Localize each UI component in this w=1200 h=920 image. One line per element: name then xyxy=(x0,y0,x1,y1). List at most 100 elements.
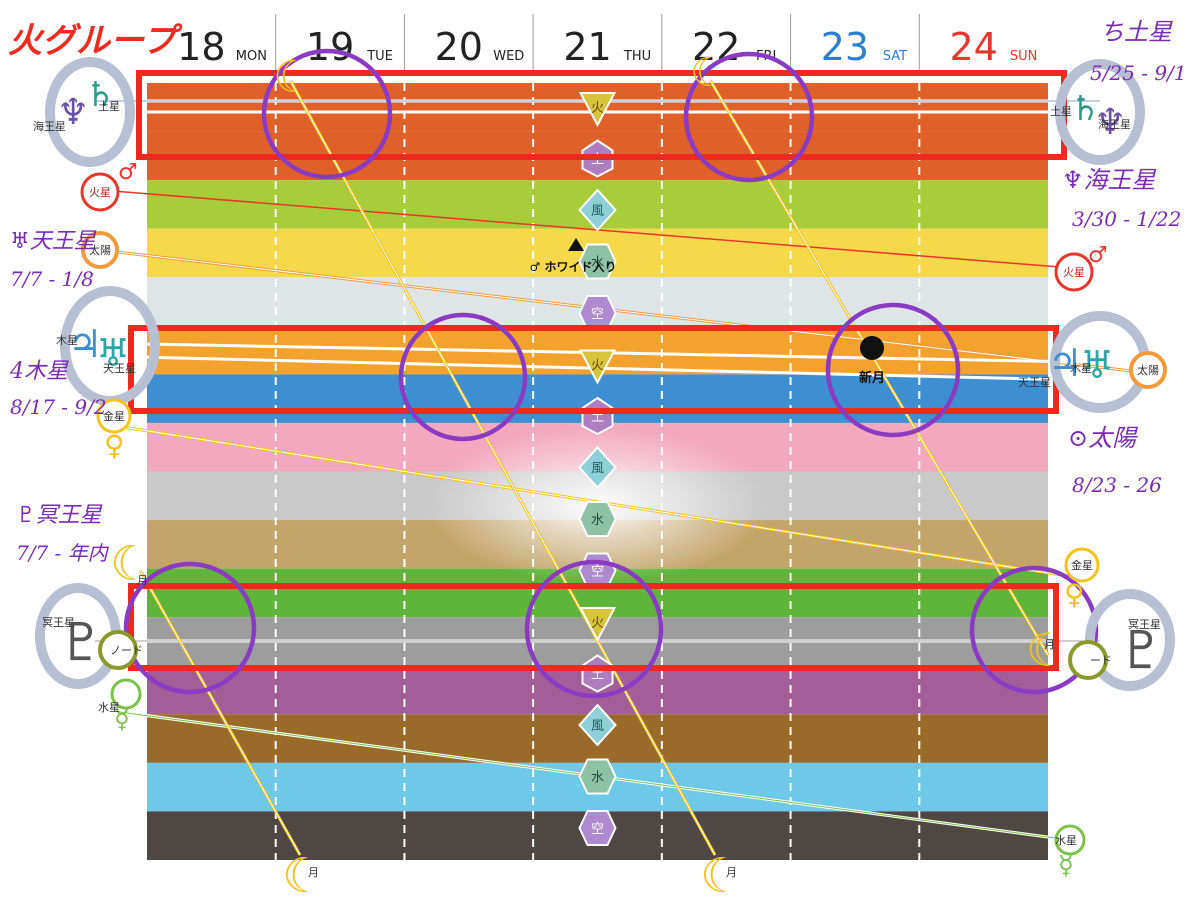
moon-label: 月 xyxy=(726,866,737,879)
element-marker-void: 空 xyxy=(578,810,617,846)
element-marker-water: 水 xyxy=(578,758,617,795)
note-saturn-dates: 5/25 - 9/1 xyxy=(1090,61,1187,85)
purple-circles xyxy=(123,48,1099,699)
element-label: 空 xyxy=(591,307,604,322)
note-pluto-name: ♇冥王星 xyxy=(16,503,103,528)
element-shape-icon xyxy=(578,188,617,232)
moon-symbol-icon: ☾ xyxy=(1026,623,1067,677)
mars-label: 火星 xyxy=(89,186,111,199)
mercury-symbol-icon: ☿ xyxy=(1058,851,1074,881)
jupiter-label: 木星 xyxy=(56,334,78,347)
note-sun-dates: 8/23 - 26 xyxy=(1072,473,1162,497)
node-badge-icon xyxy=(1068,640,1108,680)
mercury-symbol-icon: ☿ xyxy=(114,705,130,735)
jupiter-symbol-icon: ♃ xyxy=(1048,341,1082,385)
day-number: 18 xyxy=(177,25,225,69)
element-label: 土 xyxy=(591,668,604,683)
element-shape-icon xyxy=(578,501,617,537)
element-label: 空 xyxy=(591,822,604,837)
uranus-symbol-icon: ♅ xyxy=(1080,343,1114,387)
day-of-week: THU xyxy=(623,49,651,64)
jupiter-symbol-icon: ♃ xyxy=(68,322,102,366)
moon-label: 月 xyxy=(137,574,148,587)
note-neptune-name: ♆海王星 xyxy=(1062,166,1157,194)
neptune-label: 海王星 xyxy=(1098,117,1131,131)
moon-line-1-inner xyxy=(289,79,716,856)
node-label: ノード xyxy=(110,644,143,657)
venus-label: 金星 xyxy=(103,409,125,423)
element-marker-air: 風 xyxy=(578,703,617,747)
element-marker-fire: 火 xyxy=(578,92,617,128)
pluto-symbol-icon: ♇ xyxy=(58,613,105,673)
mercury-label: 水星 xyxy=(1055,834,1077,847)
day-of-week: WED xyxy=(493,49,524,64)
element-label: 水 xyxy=(591,256,604,271)
element-shape-icon xyxy=(578,703,617,747)
new-moon-icon xyxy=(860,336,884,360)
element-marker-fire: 火 xyxy=(578,607,617,643)
saturn-symbol-icon: ♄ xyxy=(1070,89,1100,129)
moon-symbol-icon: ☾ xyxy=(690,50,726,96)
mars-badge-icon xyxy=(1054,252,1094,292)
element-label: 風 xyxy=(591,462,604,477)
saturn-label: 土星 xyxy=(98,100,120,113)
element-marker-void: 空 xyxy=(578,552,617,589)
venus-badge-icon xyxy=(96,398,132,434)
element-shape-icon xyxy=(578,446,617,489)
page-title: 火グループ xyxy=(8,21,183,61)
planet-badges-right: ♄ ♆ 土星 海王星 火星 ♂ ♃ ♅ 木星 天王星 太陽 金星 ♀ ☾ 月 ♇… xyxy=(1018,59,1175,881)
event-label: ♂ ホワイド入り xyxy=(530,260,617,274)
jupiter-label: 木星 xyxy=(1070,362,1092,375)
day-of-week: MON xyxy=(236,49,267,64)
highlight-box-bottom xyxy=(128,583,1059,671)
mars-line xyxy=(99,189,1073,269)
note-pluto-dates: 7/7 - 年内 xyxy=(16,541,110,565)
moon-label: 月 xyxy=(1044,638,1055,651)
day-of-week: SUN xyxy=(1010,49,1038,64)
event-triangle-icon xyxy=(568,238,584,251)
element-marker-fire: 火 xyxy=(578,349,617,385)
day-number: 23 xyxy=(821,25,869,69)
element-shape-icon xyxy=(578,607,617,643)
mars-badge-icon xyxy=(80,172,120,212)
mars-arrow-icon: ♂ xyxy=(118,160,138,185)
mercury-label: 水星 xyxy=(98,701,120,714)
purple-circle xyxy=(683,51,815,183)
planet-badges-left: ♆ ♄ 土星 海王星 火星 ♂ 太陽 ♃ ♅ 木星 天王星 金星 ♀ ☾ 月 ♇… xyxy=(33,57,160,735)
element-shape-icon xyxy=(578,243,617,280)
outer-planet-halo xyxy=(1085,589,1175,691)
element-shape-icon xyxy=(578,92,617,128)
element-label: 水 xyxy=(591,771,604,786)
moon-symbol-icon: ☾ xyxy=(110,536,153,592)
venus-symbol-icon: ♀ xyxy=(1064,578,1085,611)
moon-symbol-icon: ☾ xyxy=(282,848,325,904)
uranus-symbol-icon: ♅ xyxy=(96,331,130,375)
purple-circle xyxy=(969,565,1099,695)
note-uranus-name: ♅天王星 xyxy=(10,229,97,254)
note-jupiter-name: 4木星 xyxy=(9,359,69,384)
moon-symbol-icon: ☾ xyxy=(700,848,743,904)
element-label: 風 xyxy=(591,719,604,734)
element-marker-earth: 土 xyxy=(581,654,614,693)
venus-label: 金星 xyxy=(1071,558,1093,572)
purple-circle xyxy=(261,48,393,180)
sun-label: 太陽 xyxy=(1137,364,1159,377)
moon-line-3-inner xyxy=(139,569,301,856)
outer-planet-halo xyxy=(45,57,135,167)
element-label: 火 xyxy=(591,616,604,631)
sun-line-inner xyxy=(99,249,1141,373)
uranus-label: 天王星 xyxy=(1018,376,1051,389)
element-label: 空 xyxy=(591,565,604,580)
element-marker-water: 水 xyxy=(578,243,617,280)
day-separators xyxy=(274,14,921,860)
purple-circle xyxy=(825,302,961,438)
mercury-badge-icon xyxy=(110,678,142,710)
note-sun-name: ⊙太陽 xyxy=(1068,424,1138,452)
day-number: 21 xyxy=(563,25,611,69)
sun-label: 太陽 xyxy=(89,244,111,257)
element-shape-icon xyxy=(578,810,617,846)
mercury-badge-icon xyxy=(1054,824,1086,856)
day-number: 19 xyxy=(306,25,354,69)
